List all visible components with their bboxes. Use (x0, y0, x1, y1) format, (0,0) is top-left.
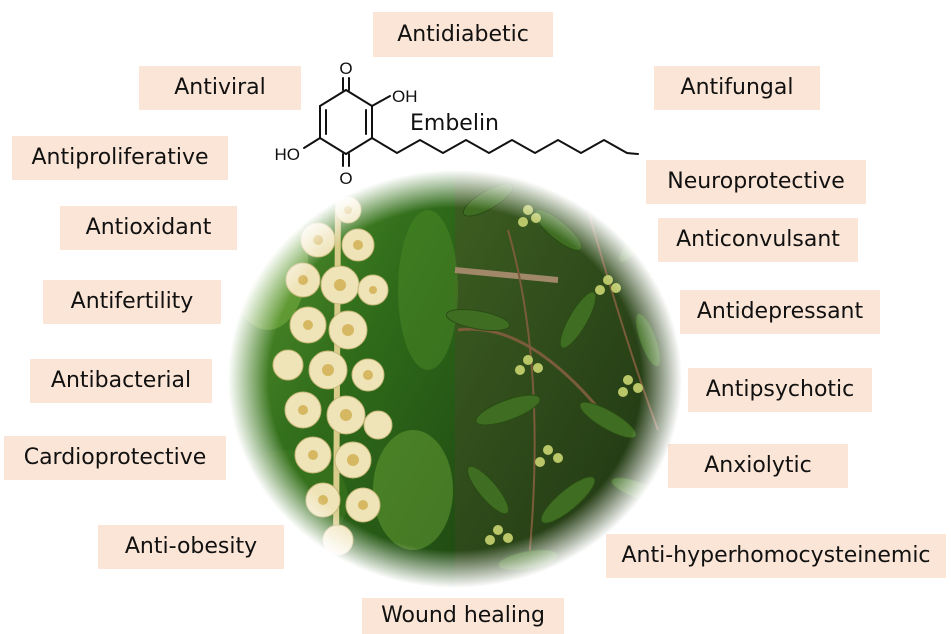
hydroxyl-top-label: OH (392, 87, 418, 106)
activity-antiviral: Antiviral (139, 66, 301, 110)
oxygen-top-label: O (339, 59, 352, 78)
activity-cardioprotective: Cardioprotective (4, 436, 226, 480)
activity-antifertility: Antifertility (43, 280, 221, 324)
activity-wound-healing: Wound healing (362, 598, 564, 634)
activity-antibacterial: Antibacterial (30, 359, 212, 403)
activity-antidiabetic: Antidiabetic (373, 12, 553, 57)
molecule-name: Embelin (410, 111, 499, 136)
activity-anticonvulsant: Anticonvulsant (658, 218, 858, 262)
activity-antioxidant: Antioxidant (60, 206, 237, 250)
hydroxyl-left-label: HO (275, 145, 301, 164)
plant-photo (228, 170, 682, 588)
activity-antifungal: Antifungal (654, 66, 820, 110)
activity-antiproliferative: Antiproliferative (12, 136, 228, 180)
activity-anti-obesity: Anti-obesity (98, 525, 284, 569)
activity-anxiolytic: Anxiolytic (668, 444, 848, 488)
activity-neuroprotective: Neuroprotective (646, 160, 866, 204)
activity-antipsychotic: Antipsychotic (688, 368, 872, 412)
activity-antidepressant: Antidepressant (680, 290, 880, 334)
